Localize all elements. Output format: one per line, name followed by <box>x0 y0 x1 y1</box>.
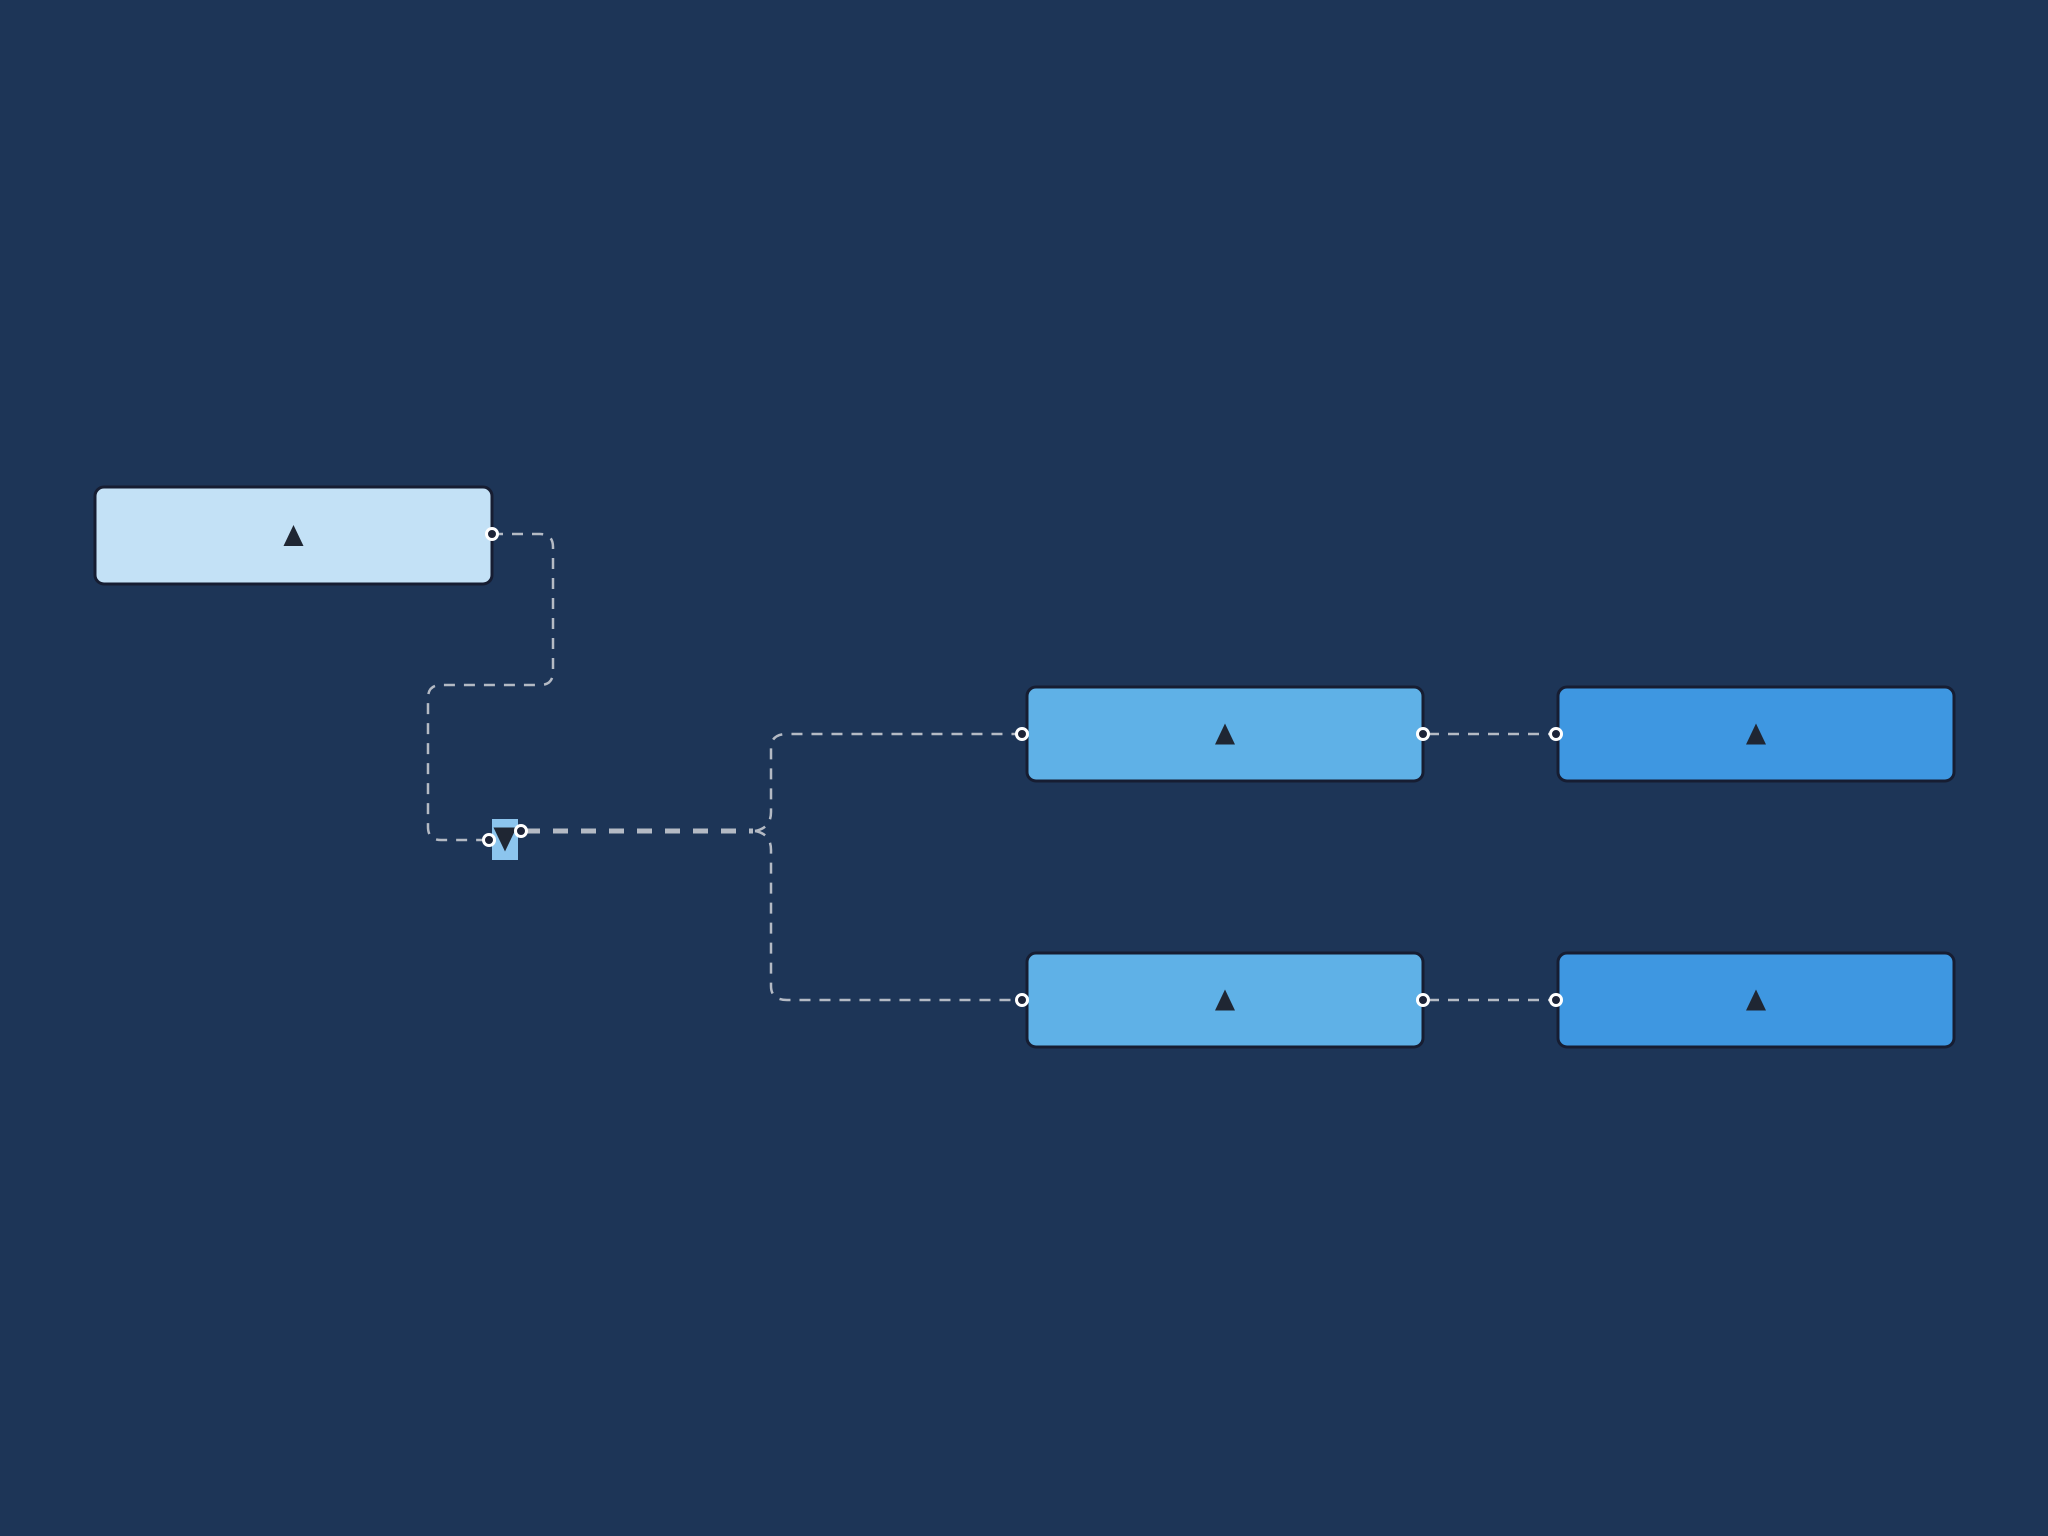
edge-split-to-branch-bottom[interactable] <box>754 829 1017 1002</box>
port-junction-out[interactable] <box>514 824 528 838</box>
node-branch-top[interactable] <box>1025 685 1425 783</box>
edge-split-to-branch-top[interactable] <box>754 732 1017 833</box>
node-end-bottom[interactable] <box>1556 951 1956 1049</box>
port-source-out[interactable] <box>485 527 499 541</box>
triangle-up-icon <box>1215 989 1235 1011</box>
triangle-down-icon <box>493 827 517 852</box>
port-branch-bottom-in[interactable] <box>1015 993 1029 1007</box>
port-junction-in[interactable] <box>482 833 496 847</box>
edge-source-to-junction[interactable] <box>426 532 555 842</box>
triangle-up-icon <box>1215 723 1235 745</box>
triangle-up-icon <box>283 525 304 546</box>
node-junction-small[interactable] <box>492 819 518 860</box>
port-branch-bottom-out[interactable] <box>1416 993 1430 1007</box>
triangle-up-icon <box>1746 723 1766 745</box>
port-branch-top-out[interactable] <box>1416 727 1430 741</box>
port-end-top-in[interactable] <box>1549 727 1563 741</box>
node-branch-bottom[interactable] <box>1025 951 1425 1049</box>
triangle-up-icon <box>1746 989 1766 1011</box>
port-branch-top-in[interactable] <box>1015 727 1029 741</box>
node-source-light[interactable] <box>93 485 494 586</box>
port-end-bottom-in[interactable] <box>1549 993 1563 1007</box>
node-end-top[interactable] <box>1556 685 1956 783</box>
